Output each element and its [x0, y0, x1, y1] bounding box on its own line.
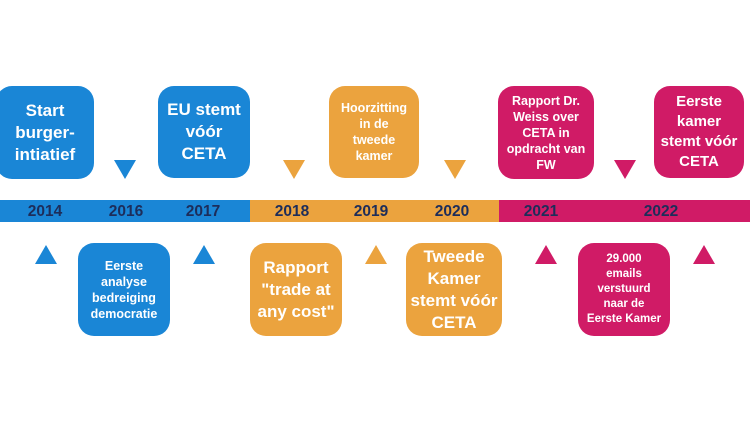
event-box-eu-stemt-voor-ceta: EU stemt vóór CETA	[158, 86, 250, 178]
timeline-segment-orange	[250, 200, 499, 222]
event-box-emails-verstuurd: 29.000 emails verstuurd naar de Eerste K…	[578, 243, 670, 336]
event-box-eerste-kamer-stemt: Eerste kamer stemt vóór CETA	[654, 86, 744, 178]
event-box-eerste-analyse: Eerste analyse bedreiging democratie	[78, 243, 170, 336]
event-box-rapport-weiss: Rapport Dr. Weiss over CETA in opdracht …	[498, 86, 594, 179]
up-triangle-marker	[535, 245, 557, 264]
year-label: 2019	[353, 203, 389, 220]
up-triangle-marker	[693, 245, 715, 264]
year-label: 2018	[274, 203, 310, 220]
year-label: 2014	[27, 203, 63, 220]
down-triangle-marker	[283, 160, 305, 179]
year-label: 2017	[185, 203, 221, 220]
event-box-tweede-kamer-stemt: Tweede Kamer stemt vóór CETA	[406, 243, 502, 336]
year-label: 2021	[523, 203, 559, 220]
year-label: 2020	[434, 203, 470, 220]
timeline-segment-blue	[0, 200, 250, 222]
up-triangle-marker	[35, 245, 57, 264]
timeline-segment-pink	[499, 200, 750, 222]
year-label: 2016	[108, 203, 144, 220]
down-triangle-marker	[114, 160, 136, 179]
event-box-rapport-trade: Rapport "trade at any cost"	[250, 243, 342, 336]
down-triangle-marker	[444, 160, 466, 179]
up-triangle-marker	[193, 245, 215, 264]
down-triangle-marker	[614, 160, 636, 179]
up-triangle-marker	[365, 245, 387, 264]
year-label: 2022	[643, 203, 679, 220]
event-box-hoorzitting: Hoorzitting in de tweede kamer	[329, 86, 419, 178]
event-box-start-burgerinitiatief: Start burger- intiatief	[0, 86, 94, 179]
